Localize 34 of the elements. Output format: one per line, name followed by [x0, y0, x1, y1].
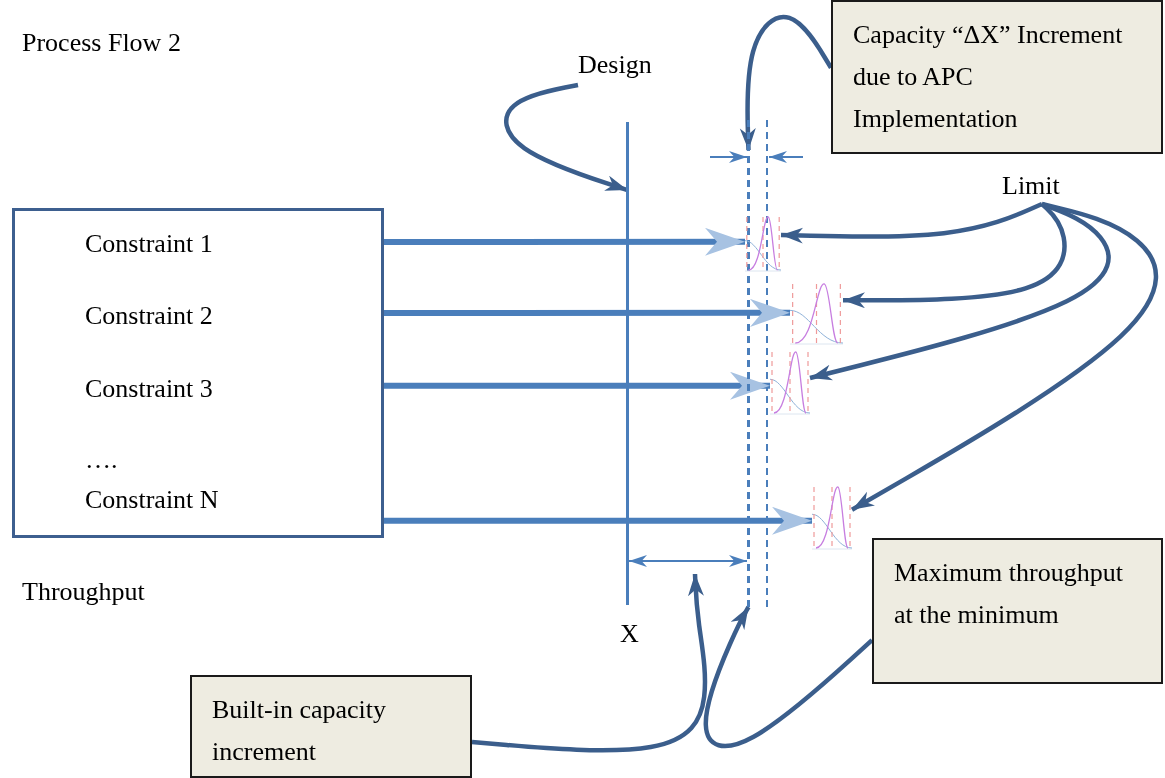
arrow — [384, 371, 770, 400]
distribution-curves-drawing — [812, 485, 852, 550]
arrow — [384, 227, 745, 256]
annotation-text: Throughput — [22, 577, 145, 607]
callout-text: Capacity “ΔX” Increment due to APC Implementation — [852, 19, 1124, 135]
arrow — [471, 573, 708, 753]
callout-box — [872, 538, 1163, 684]
annotation-text: Process Flow 2 — [22, 28, 181, 58]
constraint-label: Constraint N — [85, 484, 219, 516]
dashed-limit-line — [747, 120, 750, 607]
distribution-curves-drawing — [790, 282, 843, 345]
design-line — [626, 122, 629, 605]
distribution-curves-drawing — [745, 215, 781, 272]
arrow — [384, 506, 812, 535]
arrow — [703, 605, 874, 749]
constraint-label: Constraint 2 — [85, 300, 213, 332]
annotation-text: X — [620, 619, 639, 649]
distribution-curves-drawing — [770, 350, 810, 415]
arrow — [384, 298, 790, 327]
arrow — [780, 201, 1043, 244]
arrow — [850, 201, 1159, 512]
annotation-text: Limit — [1002, 168, 1082, 204]
callout-box — [831, 0, 1163, 154]
constraint-label: …. — [85, 444, 118, 476]
callout-text: Maximum throughput at the minimum — [893, 557, 1124, 631]
arrow — [628, 555, 748, 567]
constraints-box — [12, 208, 384, 538]
arrow — [504, 82, 629, 193]
constraint-label: Constraint 3 — [85, 373, 213, 405]
callout-box — [190, 675, 472, 778]
callout-text: Built-in capacity increment — [211, 694, 387, 768]
constraint-label: Constraint 1 — [85, 228, 213, 260]
arrow — [739, 14, 833, 151]
annotation-text: Design — [578, 45, 674, 85]
